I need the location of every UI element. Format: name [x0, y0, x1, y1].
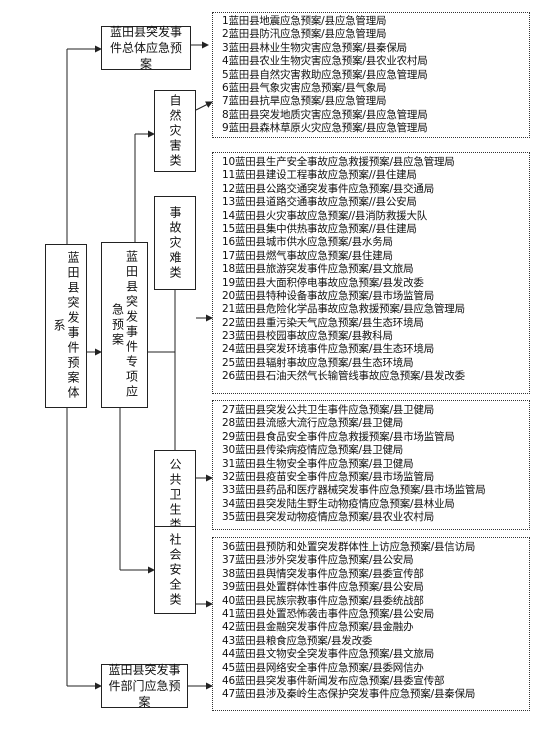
list-item: 45蓝田县网络安全事件应急预案/县委网信办 — [222, 661, 424, 674]
list-item: 26蓝田县石油天然气长输管线事故应急预案/县发改委 — [222, 370, 465, 383]
list-item: 16蓝田县城市供水应急预案/县水务局 — [222, 236, 393, 249]
list-item: 23蓝田县校园事故应急预案/县教科局 — [222, 330, 393, 343]
list-item: 19蓝田县大面积停电事故应急预案/县发改委 — [222, 276, 424, 289]
accident-plan-list-frame — [212, 152, 530, 394]
list-item: 46蓝田县突发事件新闻发布应急预案/县委宣传部 — [222, 674, 445, 687]
list-item: 3蓝田县林业生物灾害应急预案/县秦保局 — [222, 41, 407, 54]
list-item: 13蓝田县道路交通事故应急预案//县公安局 — [222, 196, 417, 209]
list-item: 14蓝田县火灾事故应急预案//县消防救援大队 — [222, 209, 428, 222]
list-item: 2蓝田县防汛应急预案/县应急管理局 — [222, 28, 387, 41]
list-item: 27蓝田县突发公共卫生事件应急预案/县卫健局 — [222, 404, 434, 416]
overall-plan-label: 蓝田县突发事件总体应急预案 — [109, 25, 182, 71]
list-item: 1蓝田县地震应急预案/县应急管理局 — [222, 15, 387, 27]
list-item: 11蓝田县建设工程事故应急预案//县住建局 — [222, 169, 417, 182]
top-plan-list-frame — [212, 12, 530, 138]
list-item: 39蓝田县处置群体性事件应急预案/县公安局 — [222, 581, 424, 594]
list-item: 17蓝田县燃气事故应急预案/县住建局 — [222, 249, 393, 262]
list-item: 12蓝田县公路交通突发事件应急预案/县交通局 — [222, 182, 434, 195]
list-item: 18蓝田县旅游突发事件应急预案/县文旅局 — [222, 263, 414, 276]
list-item: 35蓝田县突发动物疫情应急预案/县农业农村局 — [222, 511, 434, 524]
overall-plan-box: 蓝田县突发事件总体应急预案 — [101, 25, 191, 71]
root-label: 蓝田县突发事件预案体系 — [52, 251, 80, 401]
root-box: 蓝田县突发事件预案体系 — [45, 244, 87, 408]
plan-list-health: 27蓝田县突发公共卫生事件应急预案/县卫健局 28蓝田县流感大流行应急预案/县卫… — [222, 404, 486, 525]
arrow-natural-list — [195, 101, 213, 111]
department-plan-label: 蓝田县突发事件部门应急预案 — [108, 663, 181, 709]
list-item: 5蓝田县自然灾害救助应急预案/县应急管理局 — [222, 68, 428, 81]
list-item: 38蓝田县舆情突发事件应急预案/县委宣传部 — [222, 567, 424, 580]
list-item: 6蓝田县气象灾害应急预案/县气象局 — [222, 81, 387, 94]
category-health-label: 公共卫生类 — [168, 457, 182, 533]
list-item: 4蓝田县农业生物灾害应急预案/县农业农村局 — [222, 55, 428, 68]
category-social-box: 社会安全类 — [154, 526, 196, 614]
list-item: 7蓝田县抗旱应急预案/县应急管理局 — [222, 95, 387, 108]
social-plan-list-frame — [212, 537, 530, 711]
category-natural-box: 自然灾害类 — [154, 90, 196, 172]
list-item: 41蓝田县处置恐怖袭击事件应急预案/县公安局 — [222, 607, 434, 620]
category-accident-label: 事故灾难类 — [168, 205, 182, 281]
health-plan-list-frame — [212, 400, 530, 530]
plan-list-social: 36蓝田县预防和处置突发群体性上访应急预案/县信访局 37蓝田县涉外突发事件应急… — [222, 541, 475, 702]
category-accident-box: 事故灾难类 — [154, 196, 196, 290]
list-item: 40蓝田县民族宗教事件应急预案/县委统战部 — [222, 594, 424, 607]
list-item: 43蓝田县粮食应急预案/县发改委 — [222, 634, 373, 647]
list-item: 9蓝田县森林草原火灾应急预案/县应急管理局 — [222, 122, 428, 135]
list-item: 10蓝田县生产安全事故应急救援预案/县应急管理局 — [222, 156, 455, 168]
list-item: 28蓝田县流感大流行应急预案/县卫健局 — [222, 417, 404, 430]
list-item: 36蓝田县预防和处置突发群体性上访应急预案/县信访局 — [222, 541, 476, 553]
list-item: 32蓝田县疫苗安全事件应急预案/县市场监管局 — [222, 470, 434, 483]
plan-list-overall: 1蓝田县地震应急预案/县应急管理局 2蓝田县防汛应急预案/县应急管理局 3蓝田县… — [222, 15, 428, 136]
list-item: 20蓝田县特种设备事故应急预案/县市场监管局 — [222, 289, 434, 302]
list-item: 15蓝田县集中供热事故应急预案//县住建局 — [222, 222, 417, 235]
list-item: 33蓝田县药品和医疗器械突发事件应急预案/县市场监管局 — [222, 484, 486, 497]
special-plan-label: 蓝田县突发事件专项应急预案 — [110, 250, 139, 400]
list-item: 47蓝田县涉及秦岭生态保护突发事件应急预案/县秦保局 — [222, 688, 476, 701]
list-item: 21蓝田县危险化学品事故应急救援预案/县应急管理局 — [222, 303, 465, 316]
category-natural-label: 自然灾害类 — [168, 93, 182, 169]
list-item: 37蓝田县涉外突发事件应急预案/县公安局 — [222, 554, 414, 567]
category-social-label: 社会安全类 — [168, 532, 182, 608]
list-item: 24蓝田县突发环境事件应急预案/县生态环境局 — [222, 343, 434, 356]
list-item: 30蓝田县传染病疫情应急预案/县卫健局 — [222, 444, 404, 457]
list-item: 34蓝田县突发陆生野生动物疫情应急预案/县林业局 — [222, 497, 455, 510]
list-item: 29蓝田县食品安全事件应急救援预案/县市场监管局 — [222, 430, 455, 443]
list-item: 22蓝田县重污染天气应急预案/县生态环境局 — [222, 316, 424, 329]
list-item: 42蓝田县金融突发事件应急预案/县金融办 — [222, 621, 414, 634]
list-item: 44蓝田县文物安全突发事件应急预案/县文旅局 — [222, 648, 434, 661]
list-item: 25蓝田县辐射事故应急预案/县生态环境局 — [222, 356, 414, 369]
list-item: 8蓝田县突发地质灾害应急预案/县应急管理局 — [222, 108, 428, 121]
plan-list-accident: 10蓝田县生产安全事故应急救援预案/县应急管理局 11蓝田县建设工程事故应急预案… — [222, 156, 465, 384]
special-plan-box: 蓝田县突发事件专项应急预案 — [101, 242, 148, 408]
list-item: 31蓝田县生物安全事件应急预案/县卫健局 — [222, 457, 414, 470]
department-plan-box: 蓝田县突发事件部门应急预案 — [101, 663, 188, 709]
